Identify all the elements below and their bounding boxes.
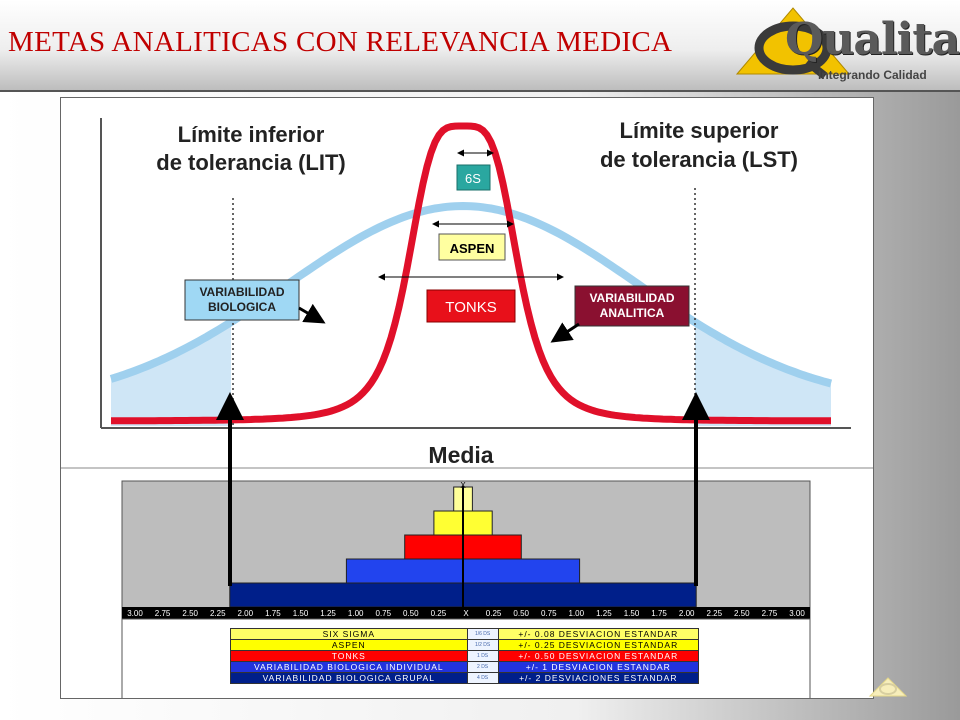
scale-strip	[122, 607, 810, 619]
scale-tick: 1.00	[569, 609, 585, 618]
logo-name: Qualitat	[785, 14, 960, 65]
sixs-box	[456, 164, 491, 191]
biological-variability-label-1: VARIABILIDAD	[199, 285, 284, 299]
scale-tick: 1.25	[596, 609, 612, 618]
aspen-label: ASPEN	[450, 241, 495, 256]
scale-tick: 1.75	[651, 609, 667, 618]
legend-name: TONKS	[230, 650, 468, 662]
analytical-variability-label-2: ANALITICA	[600, 306, 665, 320]
lit-title: Límite inferior	[178, 122, 325, 147]
page-title: METAS ANALITICAS CON RELEVANCIA MEDICA	[8, 26, 673, 58]
scale-tick: 2.50	[734, 609, 750, 618]
legend-name: SIX SIGMA	[230, 628, 468, 640]
scale-tick: 0.50	[513, 609, 529, 618]
legend-name: ASPEN	[230, 639, 468, 651]
legend-desc: +/- 2 DESVIACIONES ESTANDAR	[497, 672, 700, 684]
scale-tick: 0.75	[541, 609, 557, 618]
legend-mid: 4 DS	[466, 672, 499, 684]
corner-logo-icon	[868, 677, 908, 697]
biological-variability-label-2: BIOLOGICA	[208, 300, 276, 314]
analytical-pointer-arrow	[550, 322, 580, 343]
lst-subtitle: de tolerancia (LST)	[600, 147, 798, 172]
analytical-variability-label-1: VARIABILIDAD	[589, 291, 674, 305]
legend-mid: 2 DS	[466, 661, 499, 673]
tolerance-diagram: Límite inferior de tolerancia (LIT) Lími…	[61, 98, 873, 698]
legend-mid: 1/2 DS	[466, 639, 499, 651]
lit-subtitle: de tolerancia (LIT)	[156, 150, 345, 175]
biological-variability-box	[184, 279, 300, 321]
scale-tick: 0.25	[486, 609, 502, 618]
tolerance-bars: X	[229, 481, 697, 608]
corner-ring-icon	[879, 683, 897, 695]
scale-tick: 1.50	[293, 609, 309, 618]
scale-tick: 2.25	[210, 609, 226, 618]
legend-desc: +/- 1 DESVIACION ESTANDAR	[497, 661, 700, 673]
scale-tick: 2.75	[762, 609, 778, 618]
legend-mid: 1/6 DS	[466, 628, 499, 640]
aspen-box	[438, 233, 506, 261]
legend-name: VARIABILIDAD BIOLOGICA GRUPAL	[230, 672, 468, 684]
tonks-box	[426, 289, 516, 323]
tonks-label: TONKS	[445, 299, 496, 316]
scale-tick: 2.50	[182, 609, 198, 618]
scale-tick: 2.25	[707, 609, 723, 618]
biological-curve-tail-fill	[111, 322, 831, 426]
scale-tick: 0.50	[403, 609, 419, 618]
scale-tick: 2.75	[155, 609, 171, 618]
biological-pointer-arrow	[298, 303, 326, 324]
slide-content: Límite inferior de tolerancia (LIT) Lími…	[60, 97, 874, 699]
scale-tick: 1.00	[348, 609, 364, 618]
scale-tick: 0.75	[376, 609, 392, 618]
legend-name: VARIABILIDAD BIOLOGICA INDIVIDUAL	[230, 661, 468, 673]
sixs-label: 6S	[465, 171, 481, 186]
biological-variability-curve	[109, 201, 833, 388]
lst-title: Límite superior	[620, 118, 779, 143]
scale-tick: 0.25	[431, 609, 447, 618]
legend-desc: +/- 0.50 DESVIACION ESTANDAR	[497, 650, 700, 662]
header-bar: METAS ANALITICAS CON RELEVANCIA MEDICA Q…	[0, 0, 960, 92]
scale-tick: 2.00	[679, 609, 695, 618]
legend-desc: +/- 0.08 DESVIACION ESTANDAR	[497, 628, 700, 640]
logo-tagline: Integrando Calidad	[818, 68, 927, 82]
analytical-variability-box	[574, 285, 690, 327]
scale-tick: 2.00	[238, 609, 254, 618]
scale-tick: 3.00	[127, 609, 143, 618]
scale-tick: 1.50	[624, 609, 640, 618]
logo-q-tail-icon	[804, 58, 828, 80]
corner-triangle-icon	[868, 677, 908, 697]
scale-tick: 3.00	[789, 609, 805, 618]
legend-mid: 1 DS	[466, 650, 499, 662]
legend-desc: +/- 0.25 DESVIACION ESTANDAR	[497, 639, 700, 651]
qualitat-logo	[735, 7, 851, 80]
scale-tick: X	[463, 609, 469, 618]
logo-q-ring-icon	[754, 21, 832, 75]
media-label: Media	[428, 442, 493, 468]
scale-tick-labels: 3.00 2.75 2.50 2.25 2.00 1.75 1.50 1.25 1.00 0.75…	[127, 609, 805, 618]
scale-tick: 1.25	[320, 609, 336, 618]
scale-tick: 1.75	[265, 609, 281, 618]
center-x-label: X	[460, 481, 466, 490]
